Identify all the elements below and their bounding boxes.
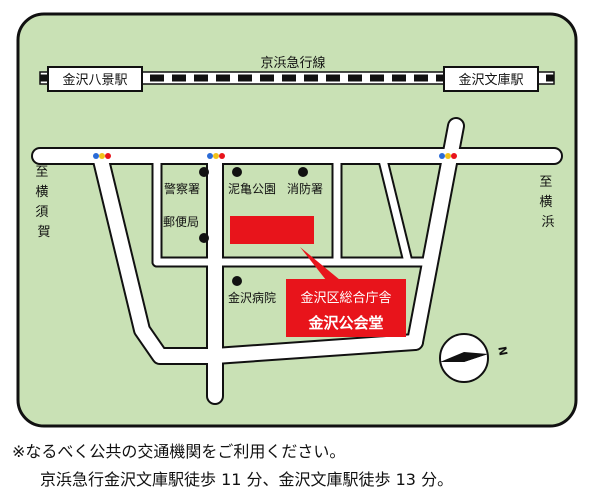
direction-yokohama-label: 至 横 浜: [539, 175, 556, 230]
compass-icon: N: [439, 333, 510, 383]
note-public-transport: ※なるべく公共の交通機関をご利用ください。: [12, 442, 346, 461]
traffic-signal-center-icon: [207, 153, 225, 159]
direction-yokosuka-char-3: 須: [35, 205, 48, 220]
direction-yokosuka-char-1: 至: [35, 165, 48, 180]
fire-station-label: 消防署: [287, 181, 323, 196]
hospital-marker: [232, 276, 242, 286]
destination-building: [230, 216, 314, 244]
direction-yokosuka-label: 至 横 須 賀: [35, 165, 52, 240]
station-kanazawa-bunko-label: 金沢文庫駅: [458, 72, 523, 88]
post-office-label: 郵便局: [163, 215, 199, 229]
direction-yokosuka-char-2: 横: [35, 185, 48, 200]
traffic-signal-right-icon: [439, 153, 457, 159]
fire-station-marker: [298, 167, 308, 177]
traffic-signal-left-icon: [93, 153, 111, 159]
hospital-label: 金沢病院: [228, 290, 276, 305]
compass-north-label: N: [495, 345, 509, 356]
destination-name-line2: 金沢公会堂: [307, 314, 383, 332]
road-network-thin-fill: [153, 152, 433, 266]
direction-yokohama-char-1: 至: [539, 175, 552, 190]
access-map-svg: 京浜急行線 金沢八景駅 金沢文庫駅: [16, 12, 578, 428]
direction-yokosuka-char-4: 賀: [37, 225, 50, 240]
destination-callout-pointer: [300, 247, 340, 280]
station-kanazawa-hakkei-label: 金沢八景駅: [62, 72, 127, 88]
direction-yokohama-char-2: 横: [539, 195, 552, 210]
park-marker: [232, 167, 242, 177]
direction-yokohama-char-3: 浜: [541, 215, 554, 230]
post-office-marker: [199, 233, 209, 243]
destination-name-line1: 金沢区総合庁舎: [300, 290, 391, 306]
station-kanazawa-hakkei: 金沢八景駅: [47, 66, 143, 92]
access-map: 京浜急行線 金沢八景駅 金沢文庫駅: [16, 12, 578, 428]
railway-line-label: 京浜急行線: [260, 55, 325, 71]
police-station-label: 警察署: [164, 181, 200, 196]
note-walking-time: 京浜急行金沢文庫駅徒歩 11 分、金沢文庫駅徒歩 13 分。: [40, 470, 454, 489]
road-network-fill: [33, 119, 561, 403]
station-kanazawa-bunko: 金沢文庫駅: [443, 66, 539, 92]
park-label: 泥亀公園: [228, 182, 276, 196]
destination-callout: [286, 279, 406, 337]
police-station-marker: [199, 167, 209, 177]
